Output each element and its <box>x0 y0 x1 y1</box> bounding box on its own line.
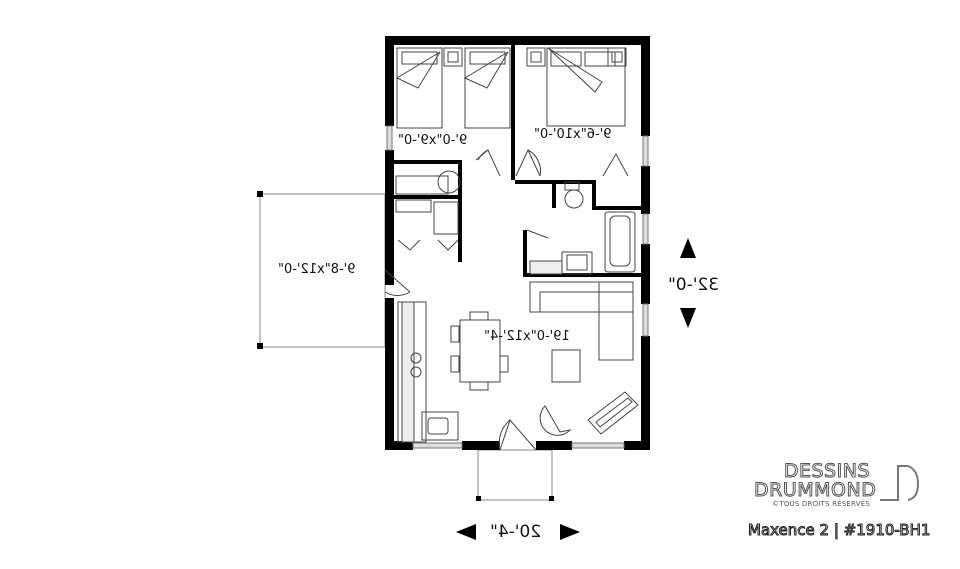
room-label-living: 19'-0"x12'-4" <box>484 329 570 344</box>
room-label-porch: 9'-8"x12'-0" <box>278 262 356 277</box>
brand-logo: DESSINS DRUMMOND ©TOUS DROITS RÉSERVÉS <box>754 460 877 508</box>
model-name: Maxence 2 | #1910-BH1 <box>747 521 931 540</box>
room-label-bedroom-2: 9'-0"x9'-0" <box>398 133 468 148</box>
doors <box>384 148 629 451</box>
windows <box>386 125 649 449</box>
interior-walls <box>394 40 642 277</box>
dimension-arrows <box>456 238 696 540</box>
furniture <box>395 47 639 443</box>
width-dimension: 20'-4" <box>490 522 542 542</box>
brand-line1: DESSINS <box>783 460 870 482</box>
front-step <box>477 449 553 501</box>
exterior-walls <box>385 36 650 450</box>
brand-line2: DRUMMOND <box>754 479 877 501</box>
brand-rights: ©TOUS DROITS RÉSERVÉS <box>772 500 870 508</box>
room-label-master-bedroom: 9'-6"x10'-0" <box>534 127 612 142</box>
depth-dimension: 32'-0" <box>668 275 720 295</box>
logo-mark <box>880 465 920 501</box>
